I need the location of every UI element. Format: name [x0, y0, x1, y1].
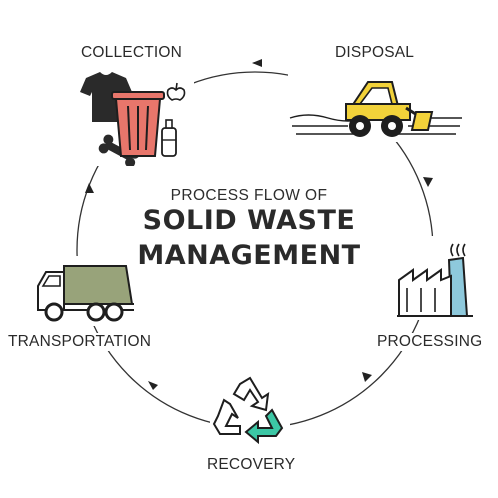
stage-label-processing: PROCESSING: [373, 333, 487, 351]
arrow-transportation-to-recovery: [148, 381, 158, 390]
stage-label-recovery: RECOVERY: [203, 456, 300, 474]
bulldozer-icon: [288, 74, 464, 142]
factory-icon: [395, 236, 475, 320]
arrow-collection-to-transportation: [85, 183, 94, 193]
diagram-title-line2: MANAGEMENT: [137, 240, 361, 271]
diagram-title-line1: SOLID WASTE: [142, 205, 356, 236]
trash-bin-with-clothes-icon: [76, 70, 194, 166]
stage-label-disposal: DISPOSAL: [331, 44, 419, 62]
arrow-processing-to-disposal: [423, 177, 433, 187]
diagram-subtitle: PROCESS FLOW OF: [170, 187, 328, 204]
arrow-disposal-to-collection: [252, 59, 262, 67]
stage-label-collection: COLLECTION: [77, 44, 187, 62]
stage-label-transportation: TRANSPORTATION: [4, 333, 156, 351]
arrow-recovery-to-processing: [362, 372, 372, 382]
recycle-icon: [210, 374, 290, 446]
garbage-truck-icon: [34, 256, 138, 326]
